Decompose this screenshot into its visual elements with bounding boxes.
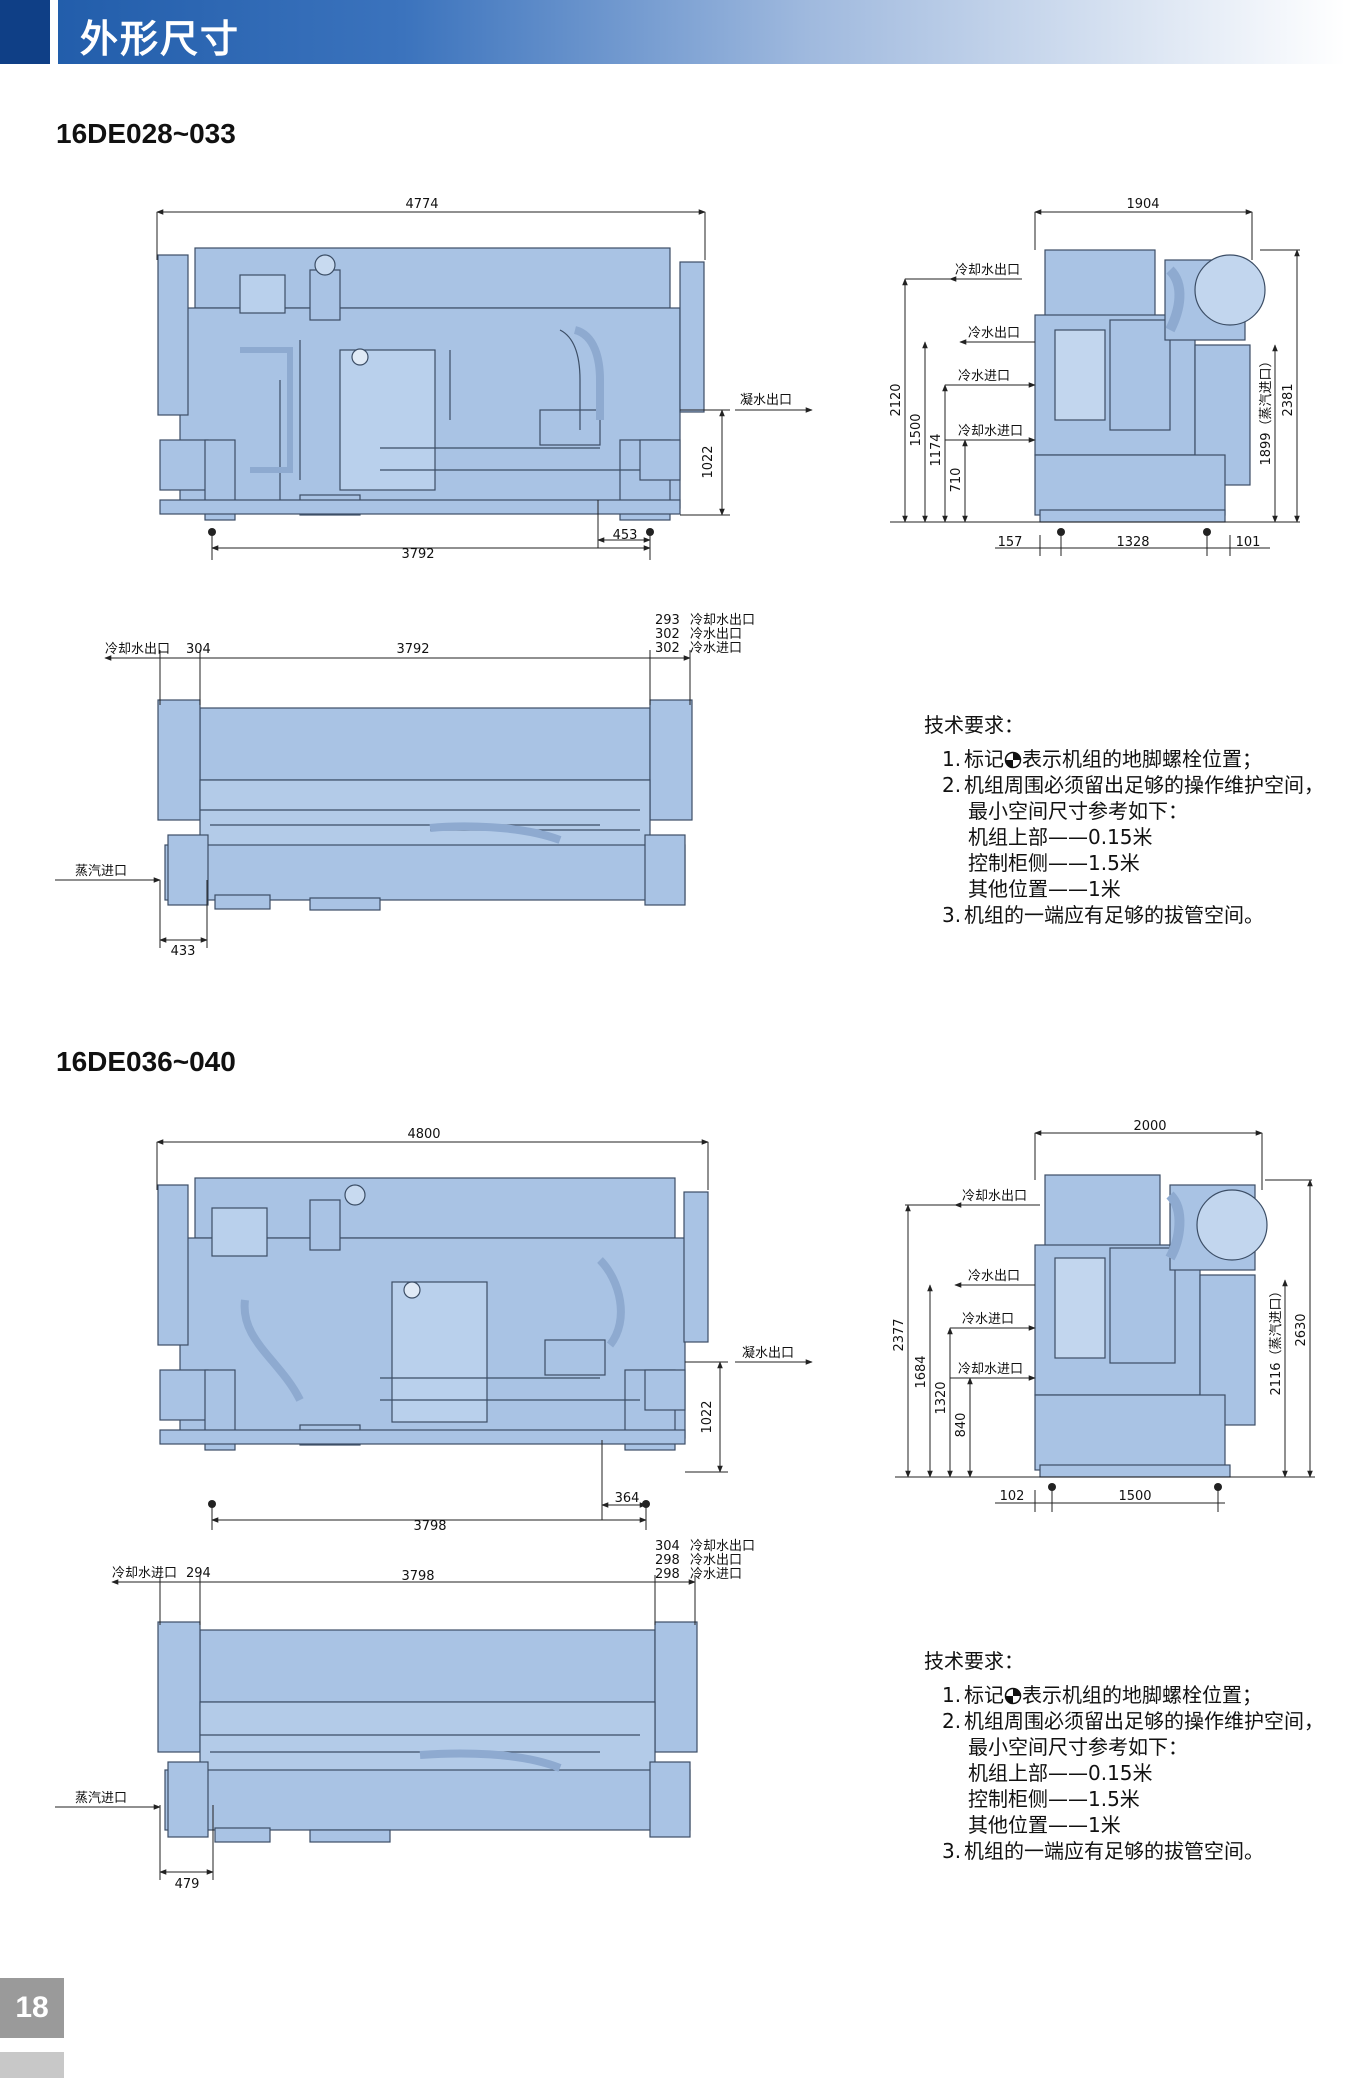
label-cw-out-1: 冷却水出口 — [955, 263, 1020, 278]
bolt-symbol-icon — [1004, 1687, 1022, 1705]
dim-offset-1: 453 — [613, 528, 638, 543]
svg-text:1320: 1320 — [934, 1381, 949, 1414]
tech-notes-1: 技术要求： 1.标记表示机组的地脚螺栓位置； 2.机组周围必须留出足够的操作维护… — [924, 713, 1324, 927]
bolt-markers-front-1 — [208, 528, 654, 536]
svg-text:冷水出口: 冷水出口 — [690, 627, 742, 642]
svg-text:364: 364 — [615, 1491, 640, 1506]
top-view-1 — [157, 699, 693, 911]
note-item-3: 3.机组的一端应有足够的拔管空间。 — [942, 903, 1264, 927]
svg-text:157: 157 — [998, 535, 1023, 550]
svg-text:304: 304 — [186, 642, 211, 657]
note-item-1: 1.标记表示机组的地脚螺栓位置； — [942, 747, 1262, 771]
svg-text:凝水出口: 凝水出口 — [742, 1345, 794, 1361]
svg-text:冷却水出口: 冷却水出口 — [690, 1539, 755, 1554]
dims-front-1 — [156, 209, 813, 560]
svg-text:冷水出口: 冷水出口 — [968, 1269, 1020, 1284]
svg-text:101: 101 — [1236, 535, 1261, 550]
svg-text:294: 294 — [186, 1566, 211, 1581]
dim-outlet-height-1: 1022 — [701, 445, 716, 478]
svg-text:298: 298 — [655, 1553, 680, 1568]
svg-text:2381: 2381 — [1281, 383, 1296, 416]
svg-text:冷水进口: 冷水进口 — [690, 1567, 742, 1582]
svg-text:2120: 2120 — [889, 383, 904, 416]
dims-side-1 — [890, 209, 1300, 556]
svg-text:1500: 1500 — [909, 413, 924, 446]
page-number: 18 — [0, 1978, 64, 2038]
svg-text:冷水进口: 冷水进口 — [690, 641, 742, 656]
model-title-2: 16DE036~040 — [56, 1046, 236, 1077]
svg-text:102: 102 — [1000, 1489, 1025, 1504]
dim-overall-1: 4774 — [405, 197, 438, 212]
label-chw-in-1: 冷水进口 — [958, 369, 1010, 384]
svg-text:840: 840 — [954, 1413, 969, 1438]
svg-text:479: 479 — [175, 1877, 200, 1892]
svg-text:298: 298 — [655, 1567, 680, 1582]
dims-top-1 — [55, 650, 691, 948]
page-header: 外形尺寸 — [0, 0, 1345, 64]
side-view-2 — [1034, 1174, 1268, 1478]
svg-text:冷却水出口: 冷却水出口 — [962, 1189, 1027, 1204]
svg-text:冷却水进口: 冷却水进口 — [958, 1362, 1023, 1377]
front-view-1 — [157, 247, 705, 521]
bolt-symbol-icon — [1004, 751, 1022, 769]
svg-text:4800: 4800 — [407, 1127, 440, 1142]
page-number-tab — [0, 2052, 64, 2078]
header-accent-bar — [0, 0, 50, 64]
front-view-2 — [157, 1177, 709, 1451]
svg-text:433: 433 — [171, 944, 196, 959]
svg-text:冷却水进口: 冷却水进口 — [112, 1566, 177, 1581]
model-title-1: 16DE028~033 — [56, 118, 236, 149]
svg-text:1174: 1174 — [929, 433, 944, 466]
svg-text:冷水出口: 冷水出口 — [690, 1553, 742, 1568]
page-title: 外形尺寸 — [80, 17, 241, 61]
svg-text:2377: 2377 — [892, 1318, 907, 1351]
svg-text:3798: 3798 — [401, 1569, 434, 1584]
dim-side-width-1: 1904 — [1126, 197, 1159, 212]
svg-text:蒸汽进口: 蒸汽进口 — [75, 1791, 127, 1806]
svg-text:冷却水出口: 冷却水出口 — [105, 642, 170, 657]
svg-text:蒸汽进口: 蒸汽进口 — [75, 864, 127, 879]
svg-text:3798: 3798 — [413, 1519, 446, 1534]
svg-text:冷水进口: 冷水进口 — [962, 1312, 1014, 1327]
svg-text:293: 293 — [655, 613, 680, 628]
side-view-1 — [1034, 249, 1266, 523]
label-chw-out-1: 冷水出口 — [968, 326, 1020, 341]
notes-title: 技术要求： — [924, 713, 1024, 737]
svg-text:302: 302 — [655, 627, 680, 642]
label-condensate-out-1: 凝水出口 — [740, 392, 792, 408]
svg-text:1500: 1500 — [1118, 1489, 1151, 1504]
dim-base-1: 3792 — [401, 547, 434, 562]
svg-text:2116（蒸汽进口）: 2116（蒸汽进口） — [1269, 1284, 1284, 1395]
svg-text:冷却水出口: 冷却水出口 — [690, 613, 755, 628]
svg-text:2000: 2000 — [1133, 1119, 1166, 1134]
svg-text:1899（蒸汽进口）: 1899（蒸汽进口） — [1259, 354, 1274, 465]
svg-text:1022: 1022 — [700, 1400, 715, 1433]
svg-text:1684: 1684 — [914, 1355, 929, 1388]
svg-text:2630: 2630 — [1294, 1313, 1309, 1346]
top-view-2 — [157, 1621, 698, 1843]
label-cw-in-1: 冷却水进口 — [958, 424, 1023, 439]
svg-text:302: 302 — [655, 641, 680, 656]
note-item-2: 2.机组周围必须留出足够的操作维护空间， — [942, 773, 1324, 797]
svg-text:710: 710 — [949, 468, 964, 493]
svg-text:3792: 3792 — [396, 642, 429, 657]
tech-notes-2: 技术要求： 1.标记表示机组的地脚螺栓位置； 2.机组周围必须留出足够的操作维护… — [924, 1649, 1324, 1863]
svg-text:1328: 1328 — [1116, 535, 1149, 550]
svg-text:304: 304 — [655, 1539, 680, 1554]
